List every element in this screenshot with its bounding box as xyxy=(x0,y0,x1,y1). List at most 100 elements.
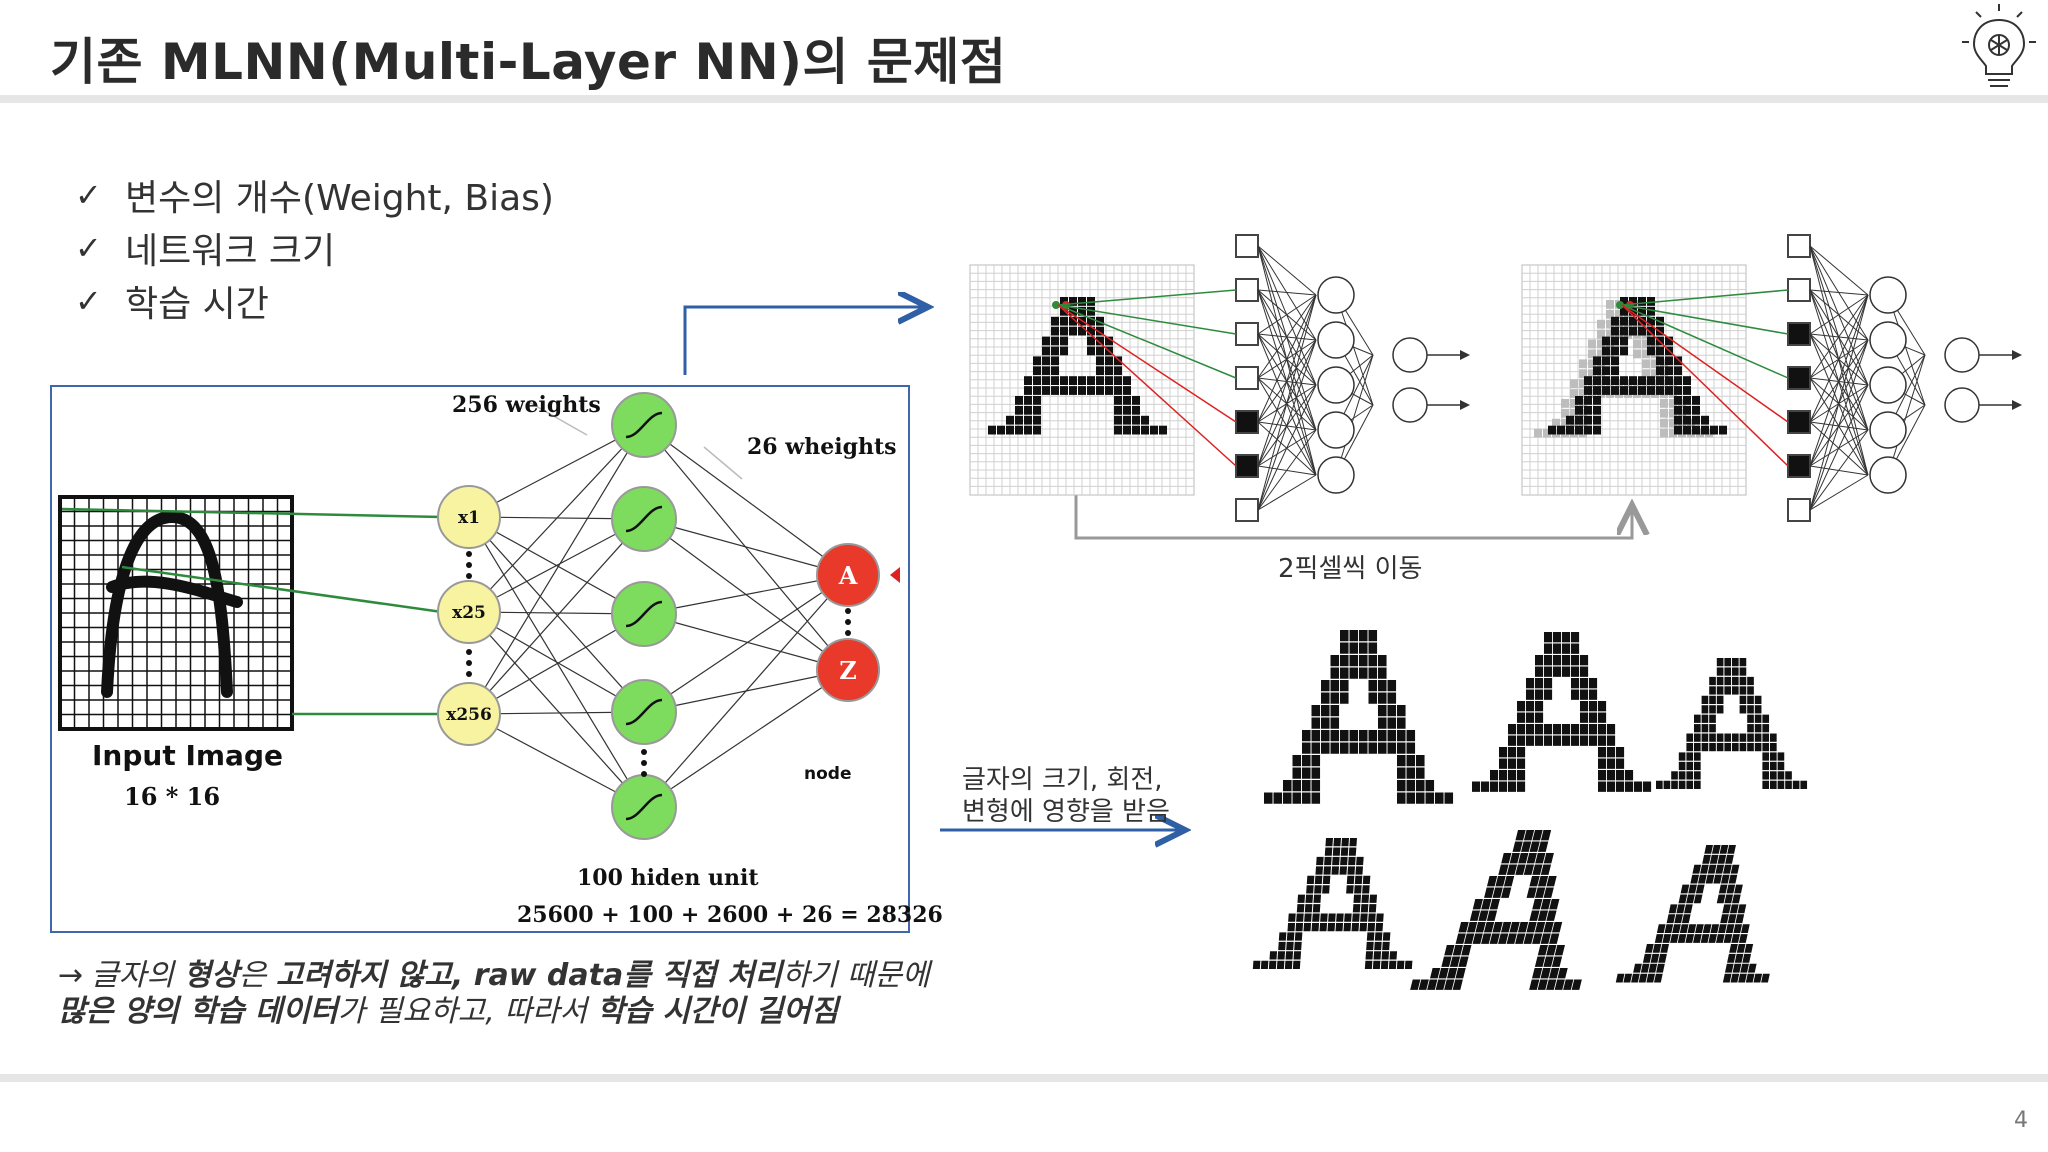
pixel-cell xyxy=(1330,730,1340,742)
pixel-cell xyxy=(1611,376,1619,385)
weight-edge xyxy=(1809,294,1869,467)
pixel-cell xyxy=(1730,864,1740,874)
pixel-cell xyxy=(1359,922,1368,932)
pixel-cell xyxy=(1562,724,1571,735)
pixel-cell xyxy=(1602,366,1610,376)
pixel-cell xyxy=(1374,941,1382,951)
pixel-cell xyxy=(1662,934,1672,943)
pixel-cell xyxy=(1732,963,1742,973)
input-vector-cell xyxy=(1235,410,1259,434)
pixel-cell xyxy=(1114,396,1122,405)
pixel-cell xyxy=(1678,771,1686,780)
pixel-cell xyxy=(1123,376,1131,385)
pixel-cell xyxy=(1543,887,1554,898)
pixel-cell xyxy=(1529,910,1540,921)
pixel-cell xyxy=(1096,376,1104,385)
shift-panel xyxy=(1521,234,2022,522)
pixel-cell xyxy=(1529,979,1540,990)
pixel-cell xyxy=(1096,366,1104,376)
pixel-cell xyxy=(1024,376,1032,385)
pixel-cell xyxy=(1294,932,1303,941)
pixel-cell xyxy=(1660,399,1668,408)
footer-divider xyxy=(0,1074,2048,1082)
pixel-cell xyxy=(1368,667,1378,679)
pixel-cell xyxy=(1669,408,1677,418)
weight-edge xyxy=(1257,294,1317,335)
pixel-cell xyxy=(1087,386,1095,395)
pixel-cell xyxy=(1546,875,1557,887)
variation-caption-line: 변형에 영향을 받음 xyxy=(962,797,1170,827)
pixel-cell xyxy=(1535,689,1544,700)
pixel-cell xyxy=(1374,932,1383,941)
letter-variations-svg xyxy=(1252,630,1808,990)
pixel-cell xyxy=(1736,944,1746,953)
pixel-cell xyxy=(1701,714,1709,723)
pixel-cell xyxy=(1449,956,1461,967)
pixel-cell xyxy=(1051,356,1059,366)
weight-edge xyxy=(643,574,849,713)
pixel-cell xyxy=(1096,336,1104,346)
pixel-cell xyxy=(1615,973,1625,983)
pixel-cell xyxy=(1526,921,1537,933)
pixel-cell xyxy=(1665,356,1673,366)
pixel-cell xyxy=(1535,701,1544,712)
pixel-cell xyxy=(1654,934,1664,943)
pixel-dot xyxy=(1052,301,1060,309)
pixel-cell xyxy=(1535,712,1544,723)
pixel-cell xyxy=(1132,405,1140,415)
pixel-cell xyxy=(1593,366,1601,376)
pixel-cell xyxy=(1354,875,1363,885)
pixel-cell xyxy=(1387,705,1397,717)
pixel-cell xyxy=(1060,336,1068,346)
pixel-cell xyxy=(1526,689,1535,700)
pixel-cell xyxy=(1597,329,1605,339)
pixel-cell xyxy=(1658,953,1667,963)
pixel-cell xyxy=(1321,692,1330,704)
pixel-cell xyxy=(1549,967,1560,979)
pixel-cell xyxy=(1739,742,1747,752)
weight-edge xyxy=(1809,294,1869,423)
pixel-cell xyxy=(1499,758,1508,769)
pixel-cell xyxy=(1435,792,1444,804)
pixel-cell xyxy=(1042,346,1050,356)
hidden-node xyxy=(1317,321,1355,359)
pixel-cell xyxy=(1534,956,1546,967)
page-title: 기존 MLNN(Multi-Layer NN)의 문제점 xyxy=(50,33,1007,91)
pixel-cell xyxy=(1340,642,1349,654)
pixel-cell xyxy=(1551,921,1563,933)
pixel-cell xyxy=(1458,921,1469,933)
pixel-cell xyxy=(1670,934,1679,943)
pixel-cell xyxy=(1734,884,1743,894)
pixel-cell xyxy=(1033,376,1041,385)
pixel-cell xyxy=(1114,415,1122,425)
pixel-cell xyxy=(1069,326,1077,336)
pixel-cell xyxy=(1311,767,1321,779)
pixel-cell xyxy=(1561,408,1569,418)
pixel-cell xyxy=(1069,376,1077,385)
pixel-cell xyxy=(1296,913,1304,922)
pixel-cell xyxy=(1368,630,1378,642)
pixel-cell xyxy=(1314,875,1323,885)
output-node xyxy=(1944,387,1980,423)
pixel-cell xyxy=(1051,376,1059,385)
pixel-cell xyxy=(1785,771,1792,780)
pixel-letter-a xyxy=(1615,845,1770,983)
pixel-cell xyxy=(1672,924,1681,934)
ellipsis-dot xyxy=(466,660,472,666)
pixel-cell xyxy=(1739,695,1747,705)
pixel-cell xyxy=(1731,934,1740,943)
pixel-cell xyxy=(1501,887,1512,898)
pixel-cell xyxy=(1333,838,1341,847)
pixel-cell xyxy=(1105,376,1113,385)
pixel-cell xyxy=(1397,717,1406,729)
pixel-cell xyxy=(1540,933,1551,944)
pixel-cell xyxy=(1571,678,1580,689)
pixel-cell xyxy=(1686,894,1695,904)
pixel-cell xyxy=(1747,695,1754,705)
pixel-cell xyxy=(1681,914,1691,924)
note-text: 가 필요하고, 따라서 xyxy=(337,994,597,1029)
pixel-cell xyxy=(1777,780,1785,789)
pixel-cell xyxy=(1311,705,1321,717)
pixel-cell xyxy=(1359,730,1368,742)
pixel-cell xyxy=(1646,973,1656,983)
